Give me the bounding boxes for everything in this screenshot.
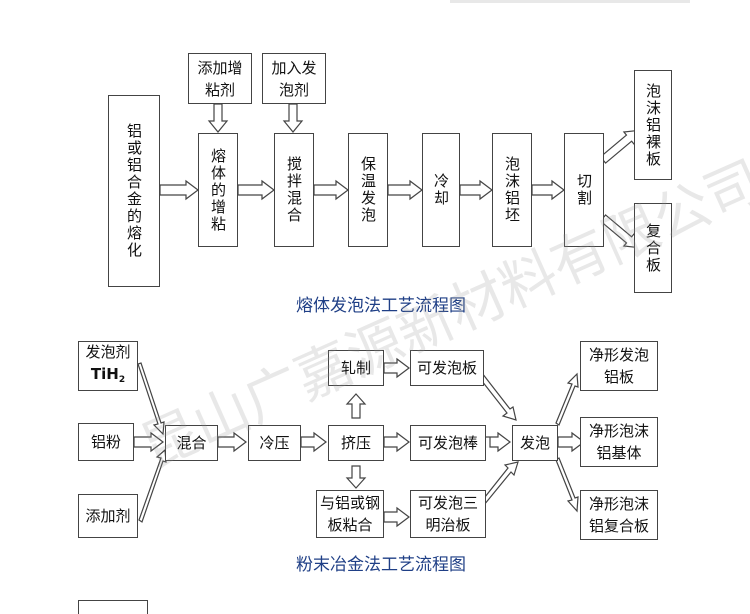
arrow-coldpress-extrude xyxy=(300,431,327,453)
node-hold-label: 保温发泡 xyxy=(359,156,377,224)
node-cool-label: 冷却 xyxy=(432,173,450,207)
node-foam-agent: 发泡剂 TiH2 xyxy=(78,341,138,391)
node-al-powder: 铝粉 xyxy=(78,423,134,461)
node-mix-label: 混合 xyxy=(176,434,207,452)
node-bare-plate-label: 泡沫铝裸板 xyxy=(644,82,662,168)
arrow-additive-thicken xyxy=(207,103,229,133)
node-stir-label: 搅拌混合 xyxy=(285,156,303,224)
node-hold: 保温发泡 xyxy=(348,133,388,247)
arrow-extrude-bond xyxy=(345,465,367,489)
arrow-foamagent-mix xyxy=(137,362,165,436)
node-thicken: 熔体的增粘 xyxy=(198,133,238,247)
node-stir: 搅拌混合 xyxy=(274,133,314,247)
node-add-thickener-label: 添加增粘剂 xyxy=(197,58,243,99)
node-roll: 轧制 xyxy=(328,350,384,386)
node-add-foaming-label: 加入发泡剂 xyxy=(271,58,317,99)
node-net-composite: 净形泡沫 铝复合板 xyxy=(580,490,658,540)
node-blank: 泡沫铝坯 xyxy=(492,133,532,247)
node-blank-label: 泡沫铝坯 xyxy=(503,156,521,224)
node-net-composite-label-1: 净形泡沫 xyxy=(588,495,649,513)
node-mix: 混合 xyxy=(165,425,218,461)
arrow-bond-sandwich xyxy=(383,506,410,528)
node-cut: 切割 xyxy=(564,133,604,247)
node-extrude: 挤压 xyxy=(328,425,384,461)
node-bare-plate: 泡沫铝裸板 xyxy=(634,70,672,180)
node-foam-agent-subscript: 2 xyxy=(118,375,126,385)
arrow-melt-thicken xyxy=(159,179,199,201)
arrow-stir-hold xyxy=(313,179,349,201)
arrow-extrude-rod xyxy=(383,431,410,453)
node-bond-label-2: 板粘合 xyxy=(327,516,373,534)
node-cold-press-label: 冷压 xyxy=(259,434,290,452)
node-additive: 添加剂 xyxy=(78,494,138,538)
node-sandwich-label-2: 明治板 xyxy=(425,516,471,534)
node-bond: 与铝或钢 板粘合 xyxy=(316,490,384,538)
node-cool: 冷却 xyxy=(422,133,460,247)
node-foam-rod: 可发泡棒 xyxy=(410,425,486,461)
arrow-foaming-netcomp xyxy=(555,457,579,513)
node-net-plate-label-1: 净形发泡 xyxy=(588,346,649,364)
node-foaming: 发泡 xyxy=(512,425,558,461)
node-net-base-label-2: 铝基体 xyxy=(596,444,642,462)
arrow-extrude-roll xyxy=(345,393,367,419)
arrow-foaming-netbase xyxy=(557,431,585,453)
node-net-base: 净形泡沫 铝基体 xyxy=(580,417,658,467)
node-extrude-label: 挤压 xyxy=(340,434,371,452)
arrow-foaming-netplate xyxy=(555,372,579,426)
arrow-foaming-stir xyxy=(282,103,304,133)
node-foam-rod-label: 可发泡棒 xyxy=(417,434,478,452)
node-net-plate-label-2: 铝板 xyxy=(603,368,634,386)
node-net-composite-label-2: 铝复合板 xyxy=(588,517,649,535)
bottom-box-edge xyxy=(78,600,148,614)
node-add-thickener: 添加增粘剂 xyxy=(188,53,252,104)
node-composite: 复合板 xyxy=(634,203,672,293)
node-sandwich-label-1: 可发泡三 xyxy=(417,494,478,512)
node-foam-agent-formula-wrap: TiH2 xyxy=(91,363,125,391)
node-net-plate: 净形发泡 铝板 xyxy=(580,341,658,391)
diagram1-caption: 熔体发泡法工艺流程图 xyxy=(296,296,466,316)
node-foam-plate-label: 可发泡板 xyxy=(416,359,477,377)
node-roll-label: 轧制 xyxy=(340,359,371,377)
node-additive-label: 添加剂 xyxy=(85,507,131,525)
arrow-plate-foaming xyxy=(477,372,517,421)
arrow-blank-cut xyxy=(531,179,565,201)
diagram1-edges xyxy=(159,103,640,249)
arrow-alpowder-mix xyxy=(133,431,164,453)
node-foam-agent-label: 发泡剂 xyxy=(85,343,131,361)
node-composite-label: 复合板 xyxy=(644,222,662,274)
node-sandwich: 可发泡三 明治板 xyxy=(410,490,486,538)
node-foam-plate: 可发泡板 xyxy=(410,350,484,386)
node-net-base-label-1: 净形泡沫 xyxy=(588,422,649,440)
top-edge-bar xyxy=(450,0,690,3)
arrow-thicken-stir xyxy=(237,179,275,201)
node-bond-label-1: 与铝或钢 xyxy=(319,494,380,512)
node-melt: 铝或铝合金的熔化 xyxy=(108,95,160,287)
arrow-cut-composite xyxy=(599,214,640,249)
node-thicken-label: 熔体的增粘 xyxy=(209,147,227,233)
arrow-cool-blank xyxy=(459,179,493,201)
node-melt-label: 铝或铝合金的熔化 xyxy=(125,123,143,259)
diagram2-caption: 粉末冶金法工艺流程图 xyxy=(296,555,466,575)
node-cut-label: 切割 xyxy=(575,173,593,207)
node-foaming-label: 发泡 xyxy=(519,434,550,452)
arrow-sandwich-foaming xyxy=(480,461,519,506)
arrow-mix-coldpress xyxy=(217,431,247,453)
arrow-hold-cool xyxy=(387,179,423,201)
node-al-powder-label: 铝粉 xyxy=(90,433,121,451)
node-foam-agent-formula: TiH xyxy=(90,365,119,383)
arrow-rod-foaming xyxy=(486,431,511,453)
node-add-foaming: 加入发泡剂 xyxy=(262,53,326,104)
arrow-roll-plate xyxy=(383,357,410,379)
node-cold-press: 冷压 xyxy=(248,425,301,461)
